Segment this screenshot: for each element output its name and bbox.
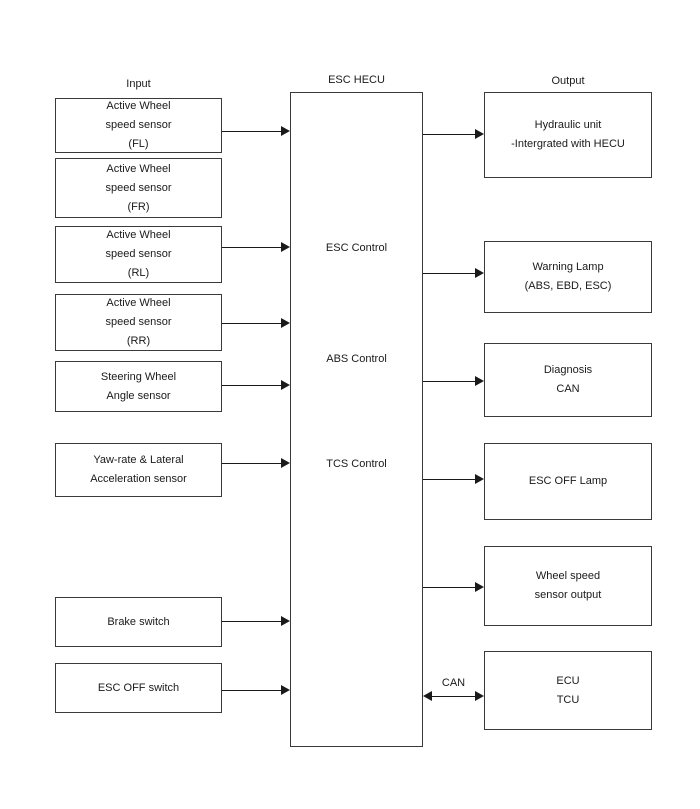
arrowhead-right-icon xyxy=(475,376,484,386)
can-bus-label: CAN xyxy=(423,676,484,690)
input-box-wheel-speed-fl: Active Wheel speed sensor (FL) xyxy=(55,98,222,153)
arrowhead-right-icon xyxy=(281,685,290,695)
hecu-box: ESC Control ABS Control TCS Control xyxy=(290,92,423,747)
box-line: Active Wheel xyxy=(106,162,171,175)
arrow-esc-off-switch-to-hecu xyxy=(222,685,290,695)
arrow-steering-to-hecu xyxy=(222,380,290,390)
arrow-shaft xyxy=(222,620,288,622)
arrow-rl-to-hecu xyxy=(222,242,290,252)
hecu-title-label: ESC HECU xyxy=(328,74,385,86)
arrowhead-right-icon xyxy=(281,242,290,252)
arrow-shaft xyxy=(423,478,482,480)
output-box-hydraulic-unit: Hydraulic unit -Intergrated with HECU xyxy=(484,92,652,178)
box-line: ESC OFF Lamp xyxy=(528,475,608,487)
box-line: Active Wheel xyxy=(106,229,171,241)
arrow-shaft xyxy=(222,322,288,324)
arrow-hecu-to-hydraulic xyxy=(423,129,484,139)
output-column-label: Output xyxy=(551,75,585,87)
arrowhead-right-icon xyxy=(475,474,484,484)
box-line: speed sensor xyxy=(105,248,172,260)
arrow-shaft xyxy=(423,272,482,274)
arrowhead-right-icon xyxy=(281,126,290,136)
input-box-wheel-speed-rl: Active Wheel speed sensor (RL) xyxy=(55,226,222,283)
hecu-function-tcs-control: TCS Control xyxy=(326,458,387,470)
arrow-shaft xyxy=(423,133,482,135)
arrow-shaft xyxy=(222,689,288,691)
arrowhead-left-icon xyxy=(423,691,432,701)
arrow-shaft xyxy=(423,380,482,382)
input-box-wheel-speed-rr: Active Wheel speed sensor (RR) xyxy=(55,294,222,351)
box-line: Warning Lamp xyxy=(532,261,604,273)
box-line: Yaw-rate & Lateral xyxy=(93,454,184,466)
arrow-shaft xyxy=(222,384,288,386)
box-line: Wheel speed xyxy=(535,570,601,582)
arrow-yaw-to-hecu xyxy=(222,458,290,468)
arrowhead-right-icon xyxy=(475,691,484,701)
box-line: Diagnosis xyxy=(543,364,593,376)
arrowhead-right-icon xyxy=(475,129,484,139)
box-line: (FR) xyxy=(127,200,150,213)
box-line: -Intergrated with HECU xyxy=(511,138,625,150)
arrow-hecu-to-diagnosis xyxy=(423,376,484,386)
input-box-brake-switch: Brake switch xyxy=(55,597,222,647)
box-line: Steering Wheel xyxy=(100,370,177,383)
arrowhead-right-icon xyxy=(475,268,484,278)
box-line: (RL) xyxy=(127,267,150,279)
box-line: sensor output xyxy=(534,589,602,601)
input-column-label: Input xyxy=(126,78,151,90)
arrow-hecu-to-warning-lamp xyxy=(423,268,484,278)
box-line: Angle sensor xyxy=(106,389,171,402)
box-line: speed sensor xyxy=(105,316,172,328)
output-box-esc-off-lamp: ESC OFF Lamp xyxy=(484,443,652,520)
input-box-yaw-lateral-sensor: Yaw-rate & Lateral Acceleration sensor xyxy=(55,443,222,497)
box-line: Active Wheel xyxy=(106,100,171,112)
input-box-wheel-speed-fr: Active Wheel speed sensor (FR) xyxy=(55,158,222,218)
hecu-function-esc-control: ESC Control xyxy=(325,242,388,254)
arrow-hecu-to-esc-off-lamp xyxy=(423,474,484,484)
output-box-warning-lamp: Warning Lamp (ABS, EBD, ESC) xyxy=(484,241,652,313)
input-box-esc-off-switch: ESC OFF switch xyxy=(55,663,222,713)
arrow-shaft xyxy=(222,130,288,132)
arrow-fl-to-hecu xyxy=(222,126,290,136)
arrow-hecu-ecu-can-bus xyxy=(423,691,484,701)
box-line: (RR) xyxy=(126,335,151,347)
hecu-function-abs-control: ABS Control xyxy=(326,353,387,365)
box-line: (ABS, EBD, ESC) xyxy=(524,280,612,292)
arrow-shaft xyxy=(222,246,288,248)
arrowhead-right-icon xyxy=(281,458,290,468)
output-box-diagnosis-can: Diagnosis CAN xyxy=(484,343,652,417)
arrowhead-right-icon xyxy=(281,380,290,390)
arrowhead-right-icon xyxy=(281,616,290,626)
box-line: Hydraulic unit xyxy=(534,119,602,131)
box-line: (FL) xyxy=(128,138,149,150)
arrow-shaft xyxy=(423,586,482,588)
arrow-rr-to-hecu xyxy=(222,318,290,328)
box-line: CAN xyxy=(556,383,580,395)
box-line: speed sensor xyxy=(105,119,172,131)
box-line: speed sensor xyxy=(105,181,172,194)
output-box-wheel-speed-output: Wheel speed sensor output xyxy=(484,546,652,626)
box-line: ESC OFF switch xyxy=(97,681,180,694)
arrow-shaft xyxy=(222,462,288,464)
arrow-shaft xyxy=(430,695,477,697)
arrowhead-right-icon xyxy=(281,318,290,328)
box-line: Brake switch xyxy=(107,615,170,628)
arrow-brake-to-hecu xyxy=(222,616,290,626)
output-box-ecu-tcu: ECU TCU xyxy=(484,651,652,730)
box-line: Acceleration sensor xyxy=(90,473,187,485)
arrow-hecu-to-wheel-speed-output xyxy=(423,582,484,592)
box-line: TCU xyxy=(556,693,580,706)
box-line: ECU xyxy=(556,674,580,687)
input-box-steering-angle-sensor: Steering Wheel Angle sensor xyxy=(55,361,222,412)
arrowhead-right-icon xyxy=(475,582,484,592)
box-line: Active Wheel xyxy=(106,297,171,309)
